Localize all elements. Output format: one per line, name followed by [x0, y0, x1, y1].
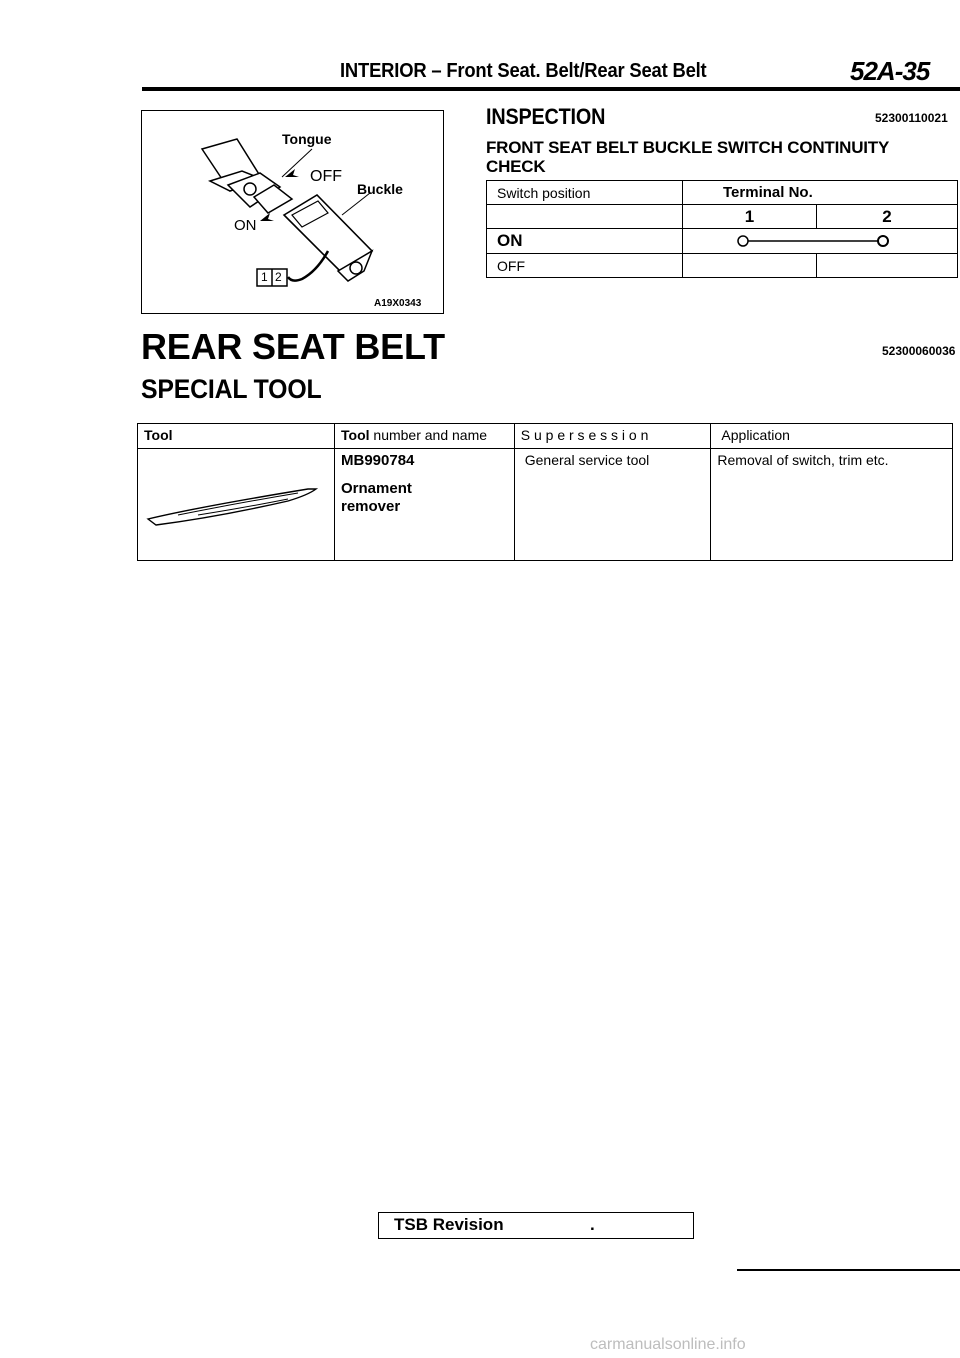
tongue-label: Tongue [282, 131, 332, 147]
continuity-row-on: ON [486, 228, 958, 254]
tsb-revision-dot: . [590, 1215, 595, 1234]
inspection-subheading: FRONT SEAT BELT BUCKLE SWITCH CONTINUITY… [486, 138, 889, 176]
off-label: OFF [310, 168, 342, 185]
tool-table-header-row: Tool Tool number and name S u p e r s e … [137, 423, 953, 449]
tool-row: MB990784 Ornament remover General servic… [137, 448, 953, 561]
tool-supersession: General service tool [513, 448, 712, 561]
inspection-heading: INSPECTION [486, 104, 606, 129]
supersession-header: S u p e r s e s s i o n [513, 423, 712, 449]
continuity-line-icon [737, 235, 889, 247]
row-on-label: ON [486, 228, 683, 254]
buckle-label: Buckle [357, 181, 403, 197]
page-number: 52A-35 [850, 56, 930, 86]
terminal-2-header: 2 [815, 204, 959, 229]
tsb-revision-label: TSB Revision [394, 1215, 504, 1234]
ornament-remover-icon [146, 488, 319, 526]
header-rule [142, 87, 960, 91]
on-label: ON [234, 217, 257, 234]
special-tool-heading: SPECIAL TOOL [141, 374, 322, 404]
page-header-title: INTERIOR – Front Seat. Belt/Rear Seat Be… [340, 60, 707, 82]
footer-rule [737, 1269, 960, 1271]
special-tool-table: Tool Tool number and name S u p e r s e … [137, 423, 953, 561]
continuity-table: Switch position Terminal No. 1 2 ON OFF [486, 180, 959, 278]
continuity-header-row: Switch position Terminal No. [486, 180, 958, 205]
continuity-symbol [682, 228, 958, 254]
tool-application: Removal of switch, trim etc. [710, 448, 953, 561]
rear-seat-belt-code: 52300060036 [882, 344, 956, 358]
empty-cell [486, 204, 683, 229]
tool-name-line-2: remover [341, 498, 401, 515]
connector-terminal-1: 1 [261, 270, 268, 284]
inspection-code: 52300110021 [875, 111, 948, 125]
tool-illustration-cell [137, 448, 335, 561]
terminal-1-header: 1 [682, 204, 817, 229]
rear-seat-belt-heading: REAR SEAT BELT [141, 326, 445, 367]
terminal-header: Terminal No. [682, 180, 958, 205]
tsb-revision-box [378, 1212, 694, 1239]
switch-position-header: Switch position [486, 180, 683, 205]
watermark: carmanualsonline.info [590, 1336, 746, 1353]
tool-number: MB990784 [341, 452, 415, 469]
tool-header: Tool [137, 423, 335, 449]
continuity-row-off: OFF [486, 253, 959, 278]
terminal-number-row: 1 2 [486, 204, 959, 229]
seat-belt-buckle-figure: Tongue OFF Buckle ON 1 2 A19X0343 [141, 110, 444, 314]
tool-number-name-cell: MB990784 Ornament remover [334, 448, 515, 561]
connector-terminal-2: 2 [275, 270, 282, 284]
tool-name-line-1: Ornament [341, 480, 412, 497]
figure-id: A19X0343 [374, 298, 422, 309]
row-off-label: OFF [486, 253, 683, 278]
seat-belt-buckle-illustration [200, 138, 374, 287]
application-header: Application [710, 423, 953, 449]
tool-number-header: Tool number and name [334, 423, 515, 449]
